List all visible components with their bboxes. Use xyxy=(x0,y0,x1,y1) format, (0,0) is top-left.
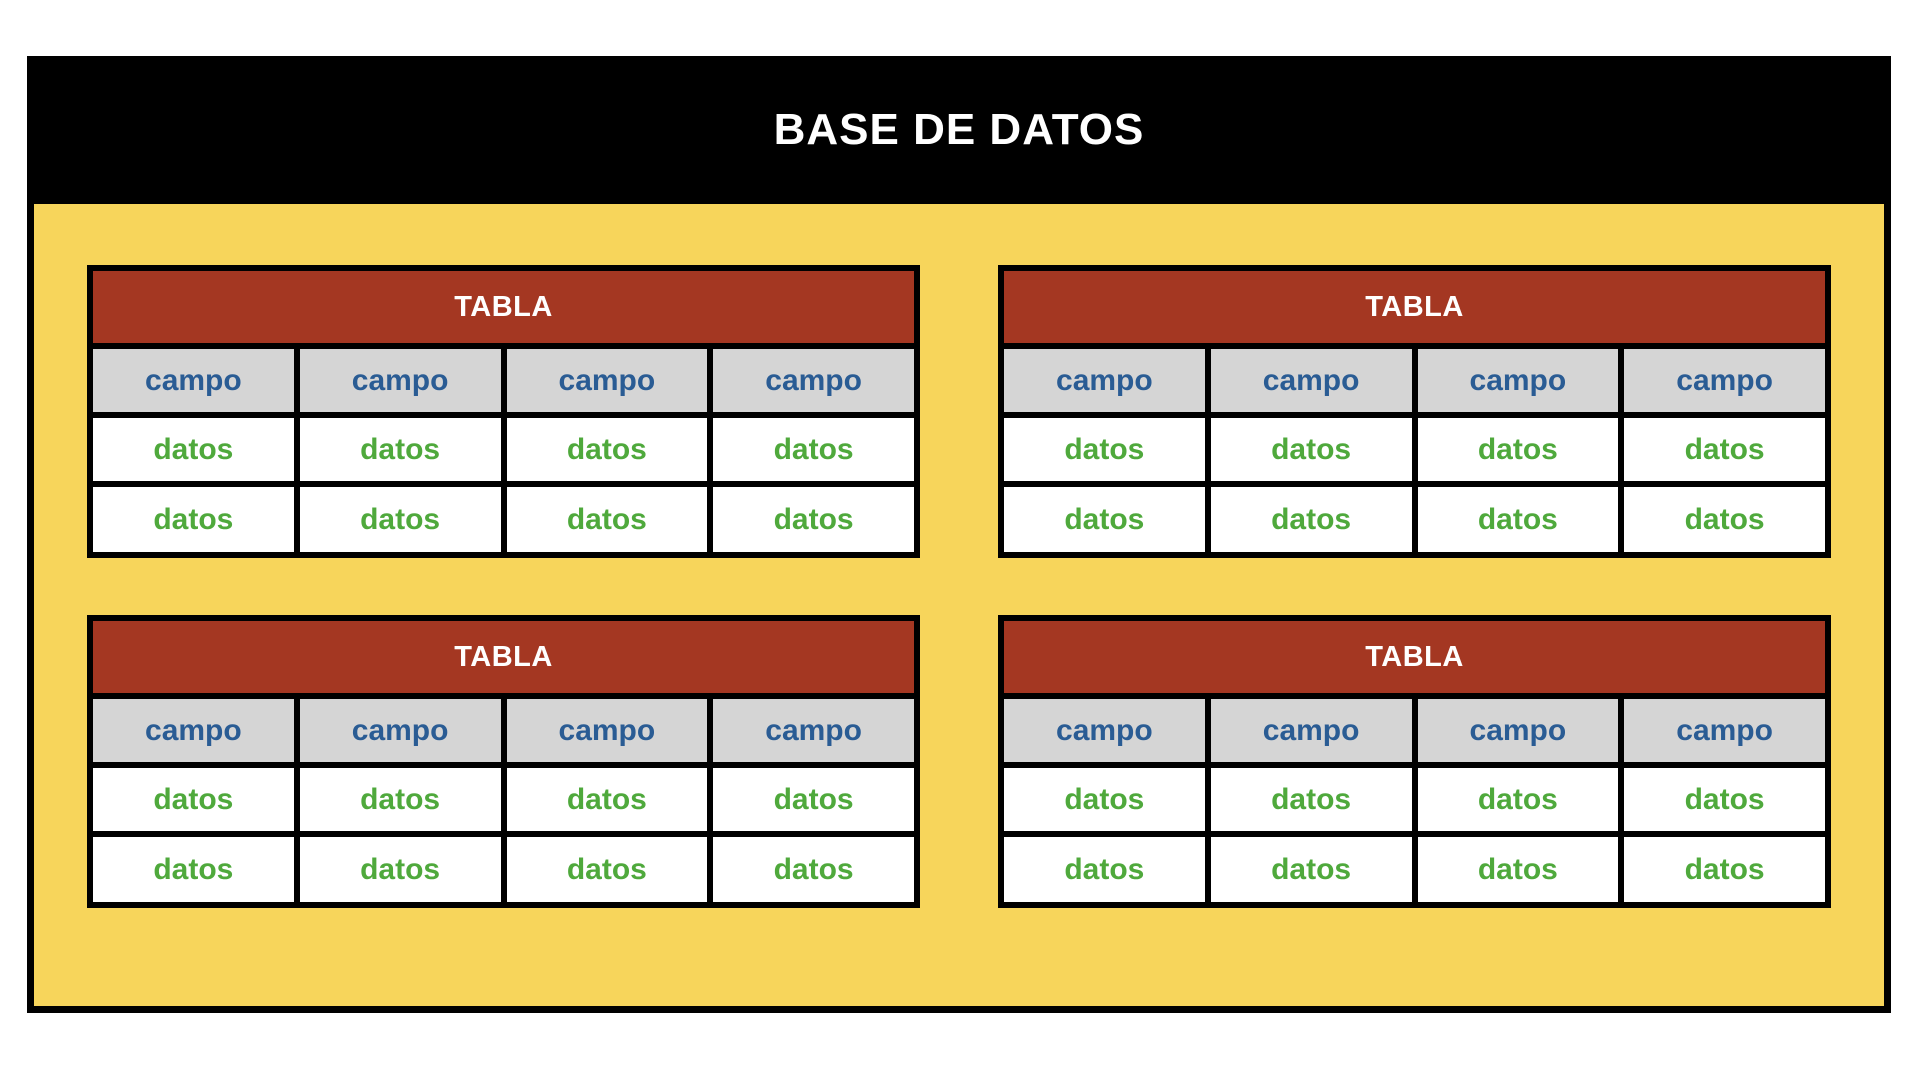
data-cell: datos xyxy=(93,487,294,552)
data-cell: datos xyxy=(500,487,708,552)
data-cell: datos xyxy=(293,418,501,481)
data-cell: datos xyxy=(1004,837,1205,902)
table-top-left: TABLA campo campo campo campo datos dato… xyxy=(87,265,920,558)
data-cell: datos xyxy=(1204,768,1412,831)
field-row: campo campo campo campo xyxy=(1004,693,1825,762)
table-bottom-right: TABLA campo campo campo campo datos dato… xyxy=(998,615,1831,908)
database-title: BASE DE DATOS xyxy=(773,105,1145,154)
table-title: TABLA xyxy=(1004,271,1825,343)
data-cell: datos xyxy=(1618,837,1825,902)
field-cell: campo xyxy=(707,699,914,762)
field-cell: campo xyxy=(93,349,294,412)
data-cell: datos xyxy=(1618,418,1825,481)
field-row: campo campo campo campo xyxy=(1004,343,1825,412)
table-title: TABLA xyxy=(93,271,914,343)
field-cell: campo xyxy=(1411,349,1619,412)
data-cell: datos xyxy=(93,837,294,902)
field-row: campo campo campo campo xyxy=(93,343,914,412)
field-cell: campo xyxy=(500,349,708,412)
data-cell: datos xyxy=(707,418,914,481)
data-cell: datos xyxy=(1618,487,1825,552)
data-row: datos datos datos datos xyxy=(93,762,914,831)
database-panel: TABLA campo campo campo campo datos dato… xyxy=(27,204,1891,1013)
field-cell: campo xyxy=(500,699,708,762)
table-title: TABLA xyxy=(1004,621,1825,693)
data-cell: datos xyxy=(1204,837,1412,902)
table-title: TABLA xyxy=(93,621,914,693)
data-row: datos datos datos datos xyxy=(1004,831,1825,902)
database-diagram: BASE DE DATOS TABLA campo campo campo ca… xyxy=(27,56,1891,1013)
data-cell: datos xyxy=(293,768,501,831)
data-cell: datos xyxy=(1204,487,1412,552)
data-cell: datos xyxy=(1618,768,1825,831)
data-cell: datos xyxy=(293,837,501,902)
data-cell: datos xyxy=(500,418,708,481)
data-cell: datos xyxy=(707,768,914,831)
field-cell: campo xyxy=(1618,349,1825,412)
field-cell: campo xyxy=(1004,349,1205,412)
table-top-right: TABLA campo campo campo campo datos dato… xyxy=(998,265,1831,558)
data-cell: datos xyxy=(1204,418,1412,481)
data-cell: datos xyxy=(93,418,294,481)
field-cell: campo xyxy=(1618,699,1825,762)
data-cell: datos xyxy=(1004,418,1205,481)
field-cell: campo xyxy=(1004,699,1205,762)
data-cell: datos xyxy=(707,487,914,552)
data-row: datos datos datos datos xyxy=(1004,481,1825,552)
field-cell: campo xyxy=(707,349,914,412)
data-row: datos datos datos datos xyxy=(1004,762,1825,831)
data-row: datos datos datos datos xyxy=(1004,412,1825,481)
data-cell: datos xyxy=(500,768,708,831)
data-cell: datos xyxy=(1004,768,1205,831)
data-cell: datos xyxy=(1411,768,1619,831)
data-row: datos datos datos datos xyxy=(93,831,914,902)
database-title-bar: BASE DE DATOS xyxy=(27,56,1891,204)
data-cell: datos xyxy=(1411,837,1619,902)
field-cell: campo xyxy=(1204,699,1412,762)
data-cell: datos xyxy=(1004,487,1205,552)
field-cell: campo xyxy=(293,349,501,412)
field-cell: campo xyxy=(1411,699,1619,762)
field-cell: campo xyxy=(1204,349,1412,412)
field-row: campo campo campo campo xyxy=(93,693,914,762)
field-cell: campo xyxy=(293,699,501,762)
data-row: datos datos datos datos xyxy=(93,412,914,481)
data-cell: datos xyxy=(500,837,708,902)
data-row: datos datos datos datos xyxy=(93,481,914,552)
field-cell: campo xyxy=(93,699,294,762)
data-cell: datos xyxy=(1411,418,1619,481)
data-cell: datos xyxy=(707,837,914,902)
data-cell: datos xyxy=(293,487,501,552)
table-bottom-left: TABLA campo campo campo campo datos dato… xyxy=(87,615,920,908)
data-cell: datos xyxy=(1411,487,1619,552)
data-cell: datos xyxy=(93,768,294,831)
